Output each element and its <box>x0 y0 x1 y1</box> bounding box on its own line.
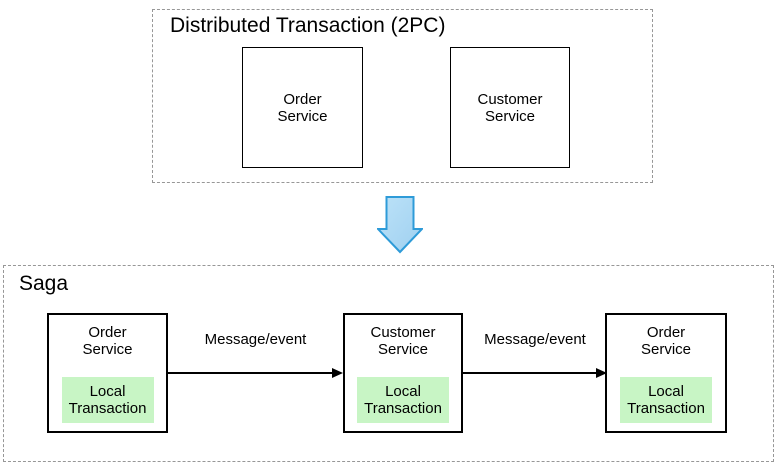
saga-order-service-box-1: Order Service Local Transaction <box>47 313 168 433</box>
local-transaction-label: Local Transaction <box>364 383 442 417</box>
local-transaction-line: Transaction <box>627 400 705 417</box>
service-name-line: Order <box>88 324 127 341</box>
service-name-line: Customer <box>477 90 543 108</box>
connector-arrowhead-2 <box>596 367 607 378</box>
message-event-label-2: Message/event <box>484 331 586 348</box>
local-transaction-box: Local Transaction <box>620 377 712 423</box>
local-transaction-line: Transaction <box>364 400 442 417</box>
down-arrow-svg <box>375 196 425 254</box>
saga-group-title: Saga <box>19 272 69 295</box>
2pc-order-service-box: Order Service <box>242 47 363 168</box>
saga-order-service-label-1: Order Service <box>49 324 166 358</box>
2pc-customer-service-box: Customer Service <box>450 47 570 168</box>
message-event-connector-1 <box>168 372 333 374</box>
local-transaction-line: Local <box>89 383 126 400</box>
saga-group-box: Saga <box>3 265 774 462</box>
local-transaction-line: Local <box>648 383 684 400</box>
local-transaction-label: Local Transaction <box>69 383 147 417</box>
service-name-line: Service <box>82 341 133 358</box>
2pc-group-title: Distributed Transaction (2PC) <box>170 14 446 37</box>
down-arrow-icon <box>375 196 425 254</box>
service-name-line: Service <box>277 107 328 125</box>
2pc-customer-service-label: Customer Service <box>477 91 542 125</box>
service-name-line: Order <box>283 90 322 108</box>
service-name-line: Service <box>377 341 429 358</box>
2pc-order-service-label: Order Service <box>277 91 327 125</box>
message-event-connector-2 <box>463 372 597 374</box>
saga-order-service-label-2: Order Service <box>607 324 725 358</box>
local-transaction-line: Local <box>385 383 421 400</box>
local-transaction-box: Local Transaction <box>61 377 154 423</box>
2pc-group-box: Distributed Transaction (2PC) <box>152 9 653 183</box>
local-transaction-label: Local Transaction <box>627 383 705 417</box>
message-event-label-1: Message/event <box>204 331 307 348</box>
service-name-line: Order <box>646 324 686 341</box>
service-name-line: Customer <box>370 324 436 341</box>
local-transaction-line: Transaction <box>68 400 147 417</box>
service-name-line: Service <box>484 107 536 125</box>
saga-customer-service-label: Customer Service <box>345 324 461 358</box>
local-transaction-box: Local Transaction <box>357 377 449 423</box>
connector-arrowhead-1 <box>332 367 343 378</box>
saga-order-service-box-2: Order Service Local Transaction <box>605 313 727 433</box>
saga-customer-service-box: Customer Service Local Transaction <box>343 313 463 433</box>
service-name-line: Service <box>640 341 692 358</box>
